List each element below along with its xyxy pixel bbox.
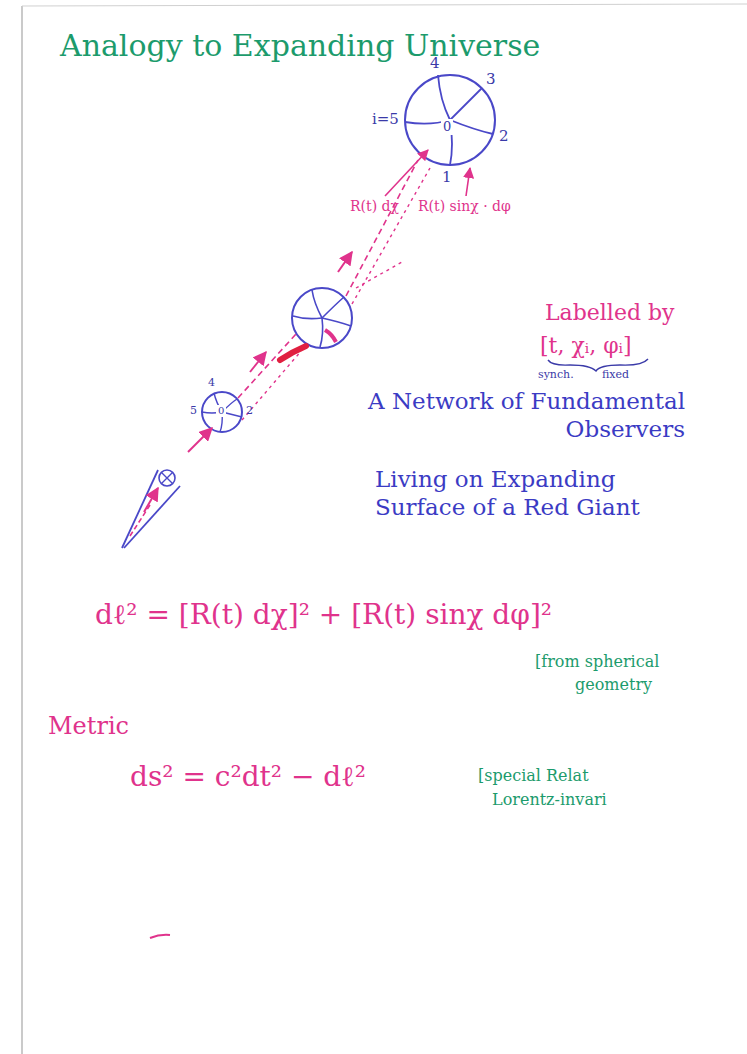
side-note: Lorentz-invari [492,790,607,809]
observer-number: 2 [499,127,509,145]
page-edge [21,6,23,1054]
expansion-arrow [250,352,266,372]
origin-symbol [159,470,175,486]
worldline [356,262,402,288]
note-text: Labelled by [545,300,675,326]
observer-number: 4 [208,376,215,389]
side-note: geometry [575,675,652,694]
observer-line [450,120,493,134]
page-edge [22,4,747,6]
heading-text: A Network of Fundamental Observers [365,388,685,443]
length-label: R(t) sinχ · dφ [418,198,511,215]
section-label: Metric [48,712,129,741]
origin-symbol [162,473,173,484]
brace-note: synch. [538,368,574,381]
worldline [352,168,430,304]
sphere-outline [405,75,495,165]
sphere-outline [202,392,242,432]
observer-line [450,88,482,120]
expansion-arrow [144,488,158,512]
heading-text: Living on Expanding Surface of a Red Gia… [375,466,690,521]
observer-line [312,290,322,318]
page-title: Analogy to Expanding Universe [60,28,540,64]
cone-edge [122,470,158,548]
brace-note: fixed [602,368,629,381]
paint-mark [325,330,336,342]
observer-number: 2 [246,404,253,417]
paint-mark [280,346,306,360]
observer-number: 0 [441,119,453,135]
observer-number: i=5 [372,110,399,128]
observer-number: 0 [216,405,226,417]
coordinate-label: [t, χᵢ, φᵢ] [540,333,632,359]
pointer-arrow [466,168,470,196]
expansion-arrow [338,252,352,272]
sphere-outline [292,288,352,348]
expansion-arrow [188,428,212,452]
equation: dℓ² = [R(t) dχ]² + [R(t) sinχ dφ]² [95,598,552,632]
worldline [130,505,150,536]
worldline [242,350,302,420]
worldline [346,160,418,296]
observer-number: 4 [430,54,440,72]
observer-line [293,316,322,319]
length-label: R(t) dχ [350,198,399,215]
observer-number: 3 [486,70,496,88]
side-note: [from spherical [535,652,659,671]
observer-line [438,75,450,120]
observer-line [322,318,351,326]
observer-number: 1 [442,168,452,186]
cone-edge [124,486,180,548]
worldline [238,334,296,398]
observer-line [320,318,323,347]
paint-mark [150,935,170,938]
pointer-arrow [385,150,428,196]
side-note: [special Relat [478,766,589,785]
observer-number: 5 [190,404,197,417]
observer-line [322,297,344,318]
equation: ds² = c²dt² − dℓ² [130,760,366,794]
